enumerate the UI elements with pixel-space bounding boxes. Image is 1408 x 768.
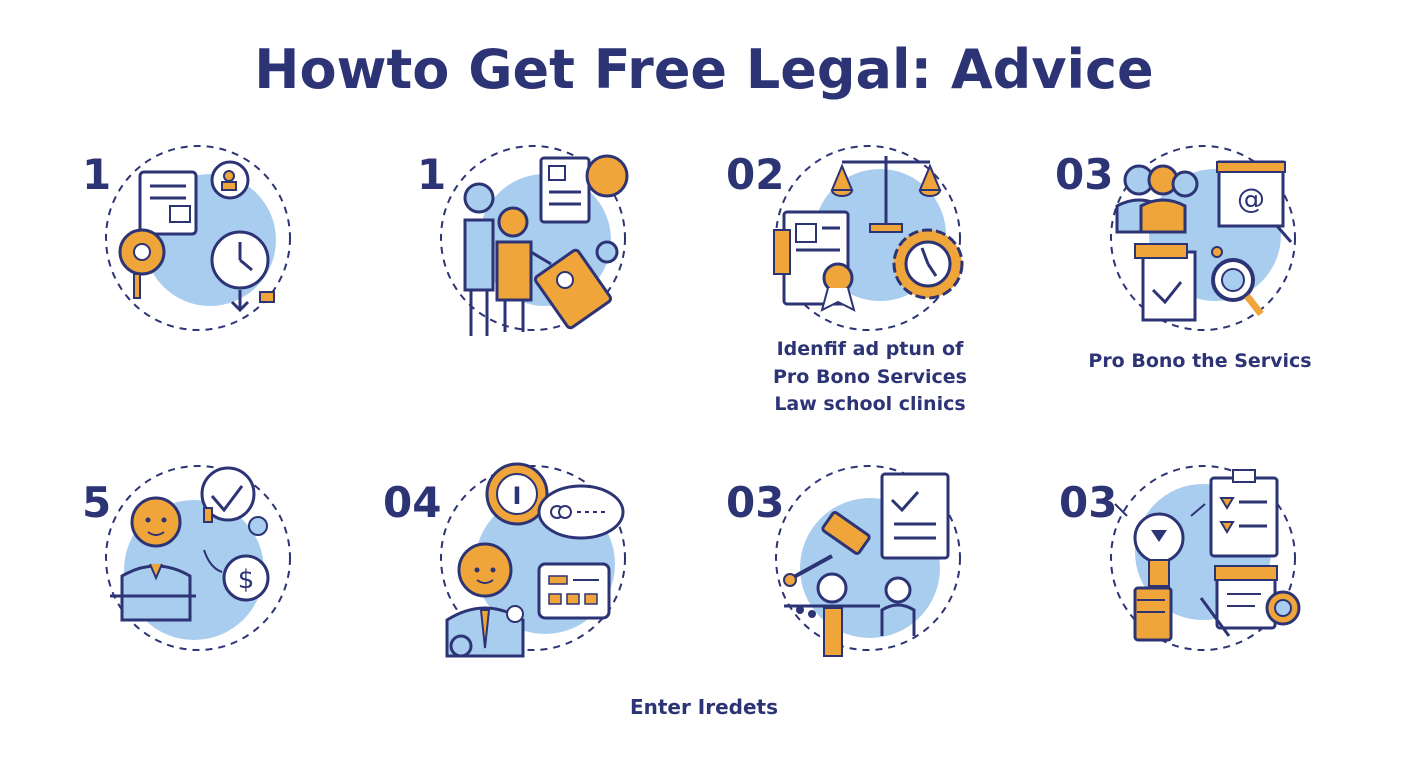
step-number: 03 — [1055, 150, 1114, 199]
step-caption: Idenfif ad ptun of Pro Bono Services Law… — [700, 336, 1040, 419]
step-3: 02 Idenfif ad ptun of Pro Bono Services … — [726, 140, 967, 415]
step-7: 03 — [726, 460, 961, 657]
gavel-document-court-icon — [775, 465, 961, 657]
checklist-bulb-icon — [1110, 465, 1301, 651]
step-1: 1 — [82, 140, 291, 331]
step-number: 02 — [726, 150, 785, 199]
caption-line: Law school clinics — [774, 393, 966, 416]
scales-gear-document-icon — [773, 145, 964, 331]
step-2: 1 — [417, 140, 629, 336]
caption-line: Idenfif ad ptun of — [776, 338, 964, 360]
svg-text:I: I — [513, 482, 522, 510]
caption-line: Pro Bono the Servics — [1088, 350, 1312, 372]
svg-text:@: @ — [1237, 182, 1265, 215]
step-number: 5 — [82, 478, 112, 527]
step-caption: Pro Bono the Servics — [1045, 348, 1355, 376]
step-number: 1 — [417, 150, 447, 199]
step-number: 04 — [383, 478, 442, 527]
team-email-search-icon: @ — [1110, 145, 1296, 331]
svg-text:$: $ — [238, 565, 255, 595]
step-4: 03 @ Pro Bono the Servics — [1055, 140, 1312, 372]
step-5: 5 $ — [82, 460, 291, 651]
advisor-money-icon: $ — [105, 465, 291, 651]
documents-gear-clock-icon — [105, 145, 291, 331]
step-8: 03 — [1059, 460, 1301, 651]
step-number: 03 — [726, 478, 785, 527]
people-consultation-icon — [440, 145, 629, 336]
lawyer-chat-icon: I — [440, 462, 626, 658]
step-number: 03 — [1059, 478, 1118, 527]
page-title: Howto Get Free Legal: Advice — [254, 38, 1154, 101]
footer-text: Enter Iredets — [629, 695, 779, 719]
step-6: 04 I — [383, 460, 626, 658]
step-number: 1 — [82, 150, 112, 199]
caption-line: Pro Bono Services — [773, 365, 967, 388]
